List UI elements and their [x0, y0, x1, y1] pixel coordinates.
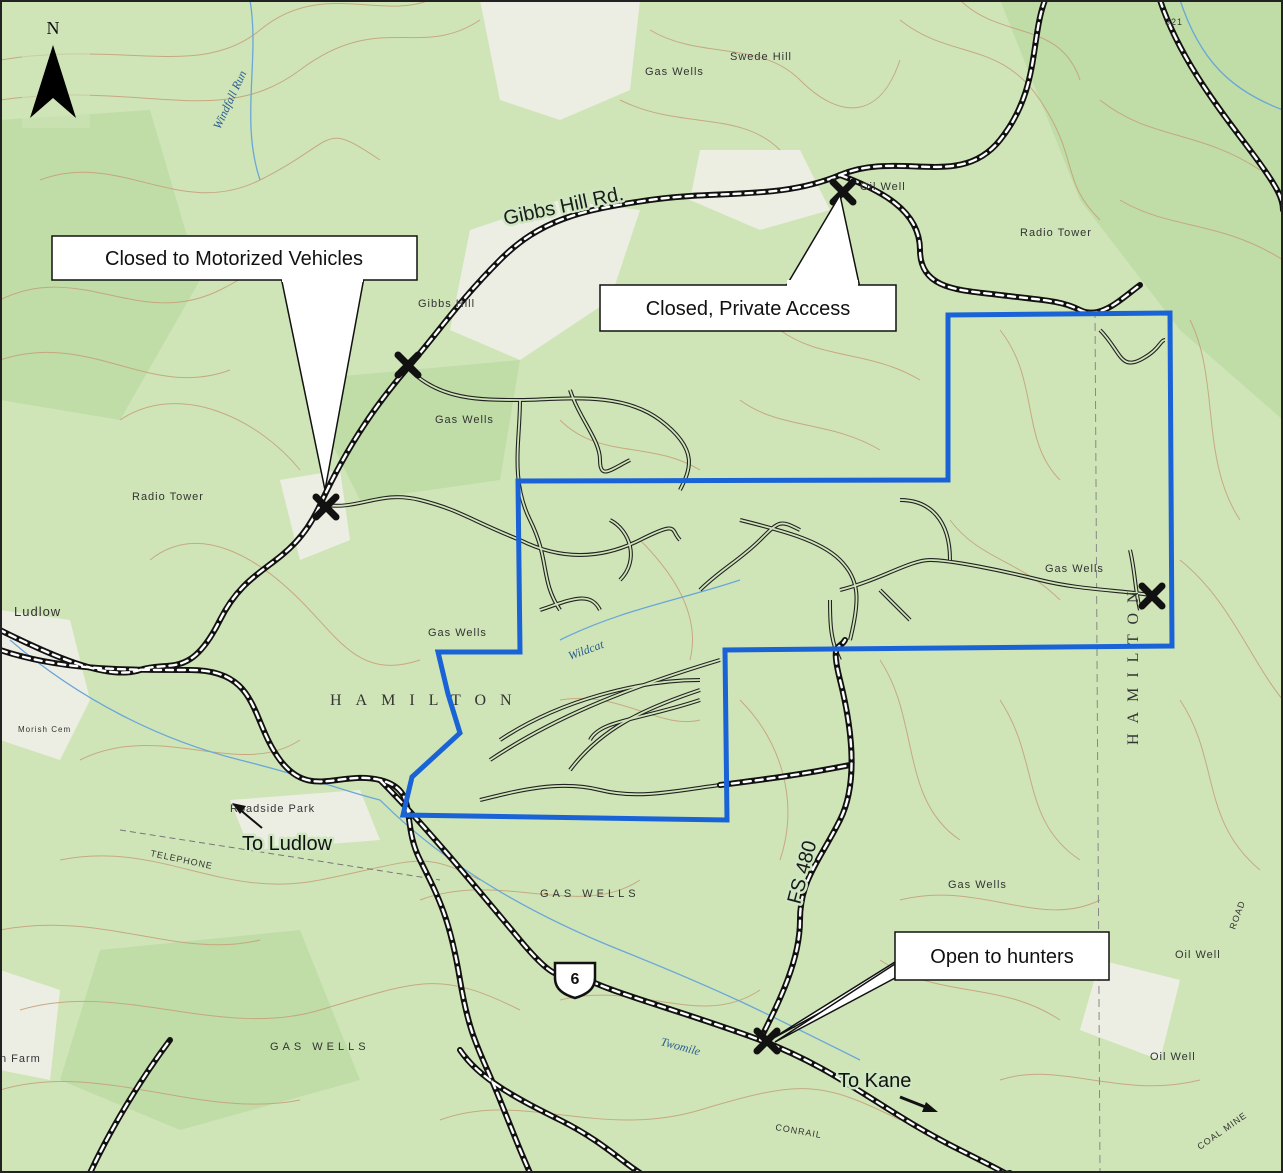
north-arrow: N	[22, 12, 90, 128]
callout-text-private: Closed, Private Access	[646, 298, 851, 320]
gate-markers	[312, 178, 1166, 1055]
label-gas-wells-1: Gas Wells	[645, 66, 704, 78]
direction-label-ludlow: To Ludlow	[242, 833, 333, 855]
gate-x-marker	[753, 1027, 781, 1055]
us-route-number: 6	[571, 971, 580, 988]
us-route-shield: 6	[553, 961, 597, 1000]
label-roadside-park: Roadside Park	[230, 803, 315, 815]
label-gas-wells-caps-2: GAS WELLS	[270, 1041, 370, 1053]
callout-text-hunters: Open to hunters	[930, 946, 1073, 968]
north-arrow-label: N	[47, 18, 60, 38]
direction-label-kane: To Kane	[838, 1070, 911, 1092]
label-gas-wells-caps-1: GAS WELLS	[540, 888, 640, 900]
gate-x-marker	[1138, 582, 1166, 610]
trails	[324, 328, 1166, 802]
label-ludlow: Ludlow	[14, 604, 61, 619]
label-gas-wells-3: Gas Wells	[428, 627, 487, 639]
gate-x-marker	[394, 351, 422, 379]
label-gibbs-hill: Gibbs Hill	[418, 298, 475, 310]
label-gas-wells-4: Gas Wells	[948, 879, 1007, 891]
label-gas-wells-2: Gas Wells	[435, 414, 494, 426]
project-boundary	[399, 310, 1175, 823]
gate-x-marker	[312, 493, 340, 521]
callout-closed-motorized: Closed to Motorized Vehicles	[51, 235, 418, 491]
callout-text-motorized: Closed to Motorized Vehicles	[105, 248, 363, 270]
callout-closed-private: Closed, Private Access	[599, 192, 897, 332]
label-radio-tower-2: Radio Tower	[132, 491, 204, 503]
label-route-321: 321	[1165, 17, 1183, 27]
label-oil-well-2: Oil Well	[1175, 949, 1221, 961]
direction-kane: To Kane	[836, 1068, 938, 1112]
clearings	[0, 0, 1180, 1080]
label-oil-well-3: Oil Well	[1150, 1051, 1196, 1063]
label-swede-hill: Swede Hill	[730, 51, 792, 63]
label-radio-tower-1: Radio Tower	[1020, 227, 1092, 239]
telephone-line	[119, 829, 441, 881]
label-gas-wells-5: Gas Wells	[1045, 563, 1104, 575]
label-hamilton-vertical: HAMILTON	[1125, 581, 1142, 745]
streams	[9, 0, 1283, 1061]
gate-x-marker	[829, 178, 857, 206]
label-oil-well-1: Oil Well	[860, 181, 906, 193]
label-farm: n Farm	[0, 1053, 41, 1065]
label-hamilton-horizontal: HAMILTON	[330, 692, 526, 709]
township-line	[1094, 309, 1101, 1173]
direction-ludlow: To Ludlow	[232, 803, 335, 858]
label-morish-cem: Morish Cem	[18, 725, 71, 734]
callout-open-hunters: Open to hunters	[769, 931, 1110, 1043]
